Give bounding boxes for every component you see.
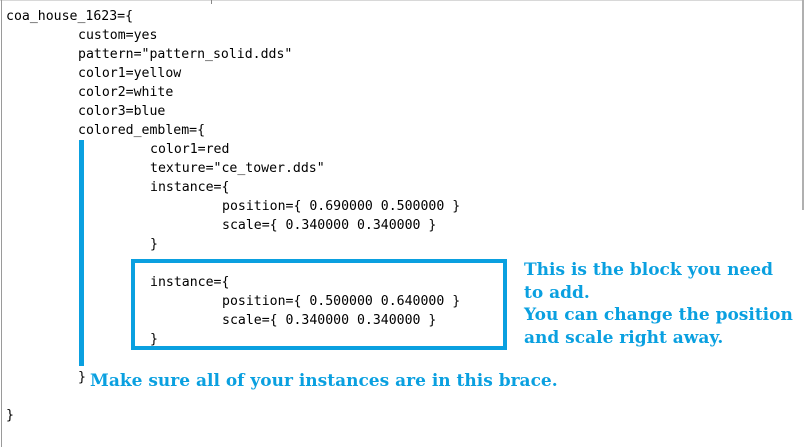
code-line-8[interactable]: color1=red (150, 142, 230, 157)
annotation-new-block: This is the block you need to add. You c… (524, 259, 794, 349)
annotation-new-block-line-1: This is the block you need to add. (524, 260, 773, 303)
code-line-1[interactable]: coa_house_1623={ (6, 9, 134, 24)
annotation-brace: Make sure all of your instances are in t… (90, 371, 558, 391)
code-line-2[interactable]: custom=yes (78, 28, 158, 43)
code-line-7[interactable]: colored_emblem={ (78, 123, 206, 138)
code-line-5[interactable]: color2=white (78, 85, 174, 100)
code-line-17[interactable]: } (150, 332, 158, 347)
code-line-11[interactable]: position={ 0.690000 0.500000 } (222, 199, 461, 214)
top-border-tick (211, 0, 212, 4)
code-line-18[interactable]: } (78, 370, 86, 385)
code-line-13[interactable]: } (150, 237, 158, 252)
code-line-3[interactable]: pattern="pattern_solid.dds" (78, 47, 293, 62)
new-block-highlight-box (131, 259, 507, 350)
annotation-new-block-line-2: You can change the position and scale ri… (524, 305, 793, 348)
code-line-15[interactable]: position={ 0.500000 0.640000 } (222, 294, 461, 309)
code-line-14[interactable]: instance={ (150, 275, 230, 290)
code-line-9[interactable]: texture="ce_tower.dds" (150, 161, 325, 176)
code-line-4[interactable]: color1=yellow (78, 66, 182, 81)
code-line-12[interactable]: scale={ 0.340000 0.340000 } (222, 218, 437, 233)
top-border (0, 0, 804, 1)
code-line-6[interactable]: color3=blue (78, 104, 166, 119)
brace-highlight-bar (79, 140, 84, 366)
code-line-10[interactable]: instance={ (150, 180, 230, 195)
left-gutter-line (1, 0, 2, 447)
code-line-19[interactable]: } (6, 408, 14, 423)
vertical-scrollbar[interactable] (802, 0, 804, 210)
code-line-16[interactable]: scale={ 0.340000 0.340000 } (222, 313, 437, 328)
